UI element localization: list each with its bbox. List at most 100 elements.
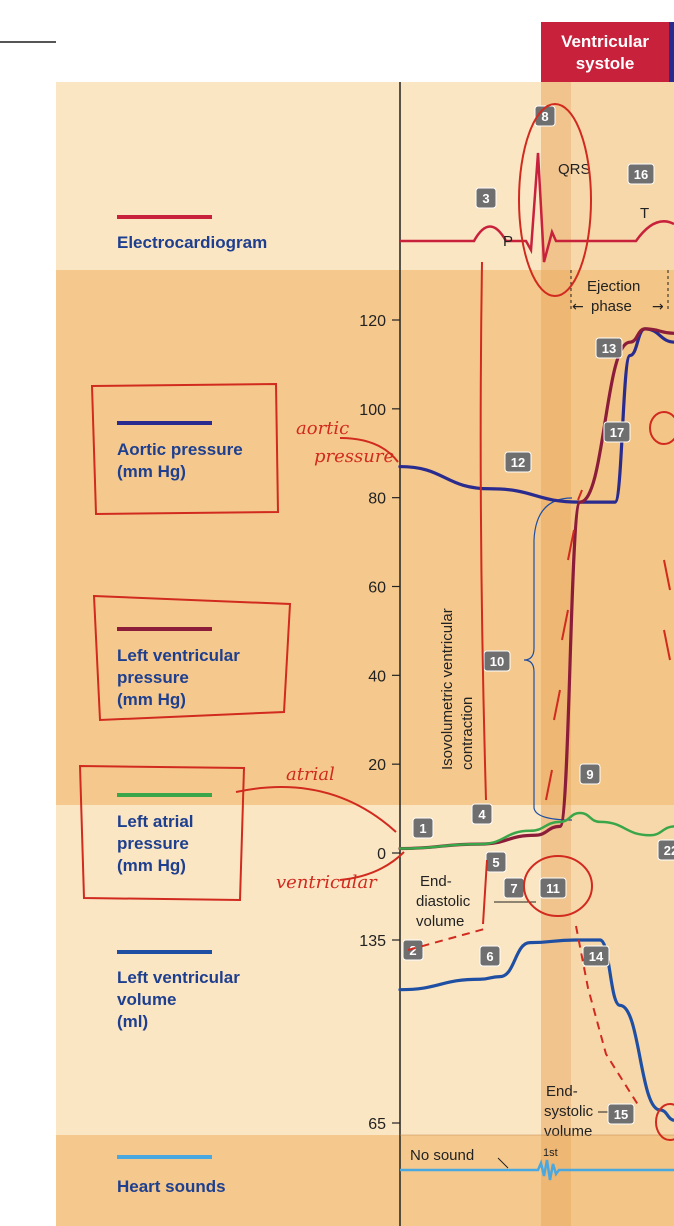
pressure-tick-label: 0 (377, 846, 386, 863)
ejection-label-2: phase (591, 298, 632, 315)
pressure-tick-label: 100 (359, 402, 386, 419)
badge-label: 15 (614, 1107, 628, 1122)
ink-box-lap (78, 764, 246, 902)
volume-ticks: 65 135 (359, 933, 400, 1133)
heart-sound-trace (400, 1158, 674, 1181)
badge-label: 8 (541, 109, 548, 124)
pressure-tick-label: 80 (368, 491, 386, 508)
badge-label: 13 (602, 341, 616, 356)
pressure-tick-label: 60 (368, 580, 386, 597)
badge-label: 2 (409, 943, 416, 958)
legend-aortic-label-2: (mm Hg) (117, 462, 186, 481)
no-sound-pointer (497, 1157, 509, 1169)
ink-p-vertical (479, 261, 487, 801)
legend-lap-label-1: Left atrial (117, 812, 194, 831)
badge-label: 6 (486, 949, 493, 964)
volume-tick-label: 135 (359, 933, 386, 950)
legend-sounds-label: Heart sounds (117, 1177, 226, 1196)
badge-22: 22 (657, 839, 674, 861)
ink-atrial: atrial (286, 764, 335, 785)
ink-5-arrow (482, 859, 488, 925)
ejection-stripe (571, 82, 674, 1226)
badge-12: 12 (504, 451, 532, 473)
badge-label: 10 (490, 654, 504, 669)
legend-lap-label-2: pressure (117, 834, 189, 853)
series-layer (398, 327, 674, 1122)
badge-label: 22 (664, 843, 674, 858)
ecg-t-label: T (640, 205, 649, 222)
badge-5: 5 (485, 851, 507, 873)
pressure-tick-label: 120 (359, 313, 386, 330)
badge-label: 1 (419, 821, 426, 836)
badge-10: 10 (483, 650, 511, 672)
badge-11: 11 (539, 877, 567, 899)
badge-4: 4 (471, 803, 493, 825)
pressure-tick-label: 20 (368, 757, 386, 774)
legend-lvp-label-3: (mm Hg) (117, 690, 186, 709)
edv-label-3: volume (416, 913, 464, 930)
ink-ventricular-arrow (339, 851, 405, 881)
legend-lvp-label-1: Left ventricular (117, 646, 240, 665)
legend-lvp-label-2: pressure (117, 668, 189, 687)
pressure-tick-label: 40 (368, 668, 386, 685)
badge-6: 6 (479, 945, 501, 967)
badge-1: 1 (412, 817, 434, 839)
header-edge (669, 22, 674, 82)
badge-label: 17 (610, 425, 624, 440)
badge-2: 2 (402, 939, 424, 961)
legend-aortic-label-1: Aortic pressure (117, 440, 243, 459)
ventricular-systole-header (541, 22, 669, 82)
badge-14: 14 (582, 945, 610, 967)
badge-layer: 123456789101112131415161722 (402, 105, 674, 1125)
edv-label-1: End- (420, 873, 452, 890)
header-line1: Ventricular (561, 32, 649, 51)
badge-3: 3 (475, 187, 497, 209)
ink-circle-15 (655, 1103, 674, 1141)
badge-label: 4 (478, 807, 486, 822)
legend-lvv-label-2: volume (117, 990, 177, 1009)
isovolumetric-stripe (541, 82, 571, 1226)
badge-label: 12 (511, 455, 525, 470)
isovolumetric-brace (523, 497, 573, 821)
badge-17: 17 (603, 421, 631, 443)
ink-aortic-arrow (339, 437, 399, 463)
ecg-trace (400, 152, 674, 263)
badge-7: 7 (503, 877, 525, 899)
ink-circle-17 (649, 411, 674, 445)
ink-box-lvp (92, 594, 292, 722)
no-sound-label: No sound (410, 1147, 474, 1164)
ejection-label-1: Ejection (587, 278, 640, 295)
badge-label: 9 (586, 767, 593, 782)
ink-dash-ejection (575, 925, 641, 1109)
first-sound-label: 1st (543, 1147, 558, 1159)
ejection-arrow-right: → (652, 299, 664, 315)
legend-lvv-label-1: Left ventricular (117, 968, 240, 987)
edv-label-2: diastolic (416, 893, 471, 910)
atrial-pressure-line (398, 811, 674, 850)
ecg-p-label: P (503, 233, 513, 250)
ink-arrows-upstroke (545, 489, 583, 801)
badge-9: 9 (579, 763, 601, 785)
ink-circle-11 (523, 855, 593, 917)
badge-label: 14 (589, 949, 604, 964)
legend-lvv-label-3: (ml) (117, 1012, 148, 1031)
ink-atrial-arrow (235, 786, 397, 833)
badge-label: 5 (492, 855, 499, 870)
isovolumetric-label-1: Isovolumetric ventricular (439, 608, 456, 770)
volume-tick-label: 65 (368, 1116, 386, 1133)
pressure-ticks: 0 20 40 60 80 100 120 (359, 313, 400, 863)
header-line2: systole (576, 54, 635, 73)
legend-lap-label-3: (mm Hg) (117, 856, 186, 875)
badge-15: 15 (607, 1103, 635, 1125)
badge-label: 7 (510, 881, 517, 896)
ink-box-aortic (90, 382, 280, 516)
ink-aortic-1: aortic (296, 418, 349, 439)
esv-label-1: End- (546, 1083, 578, 1100)
badge-13: 13 (595, 337, 623, 359)
ink-aortic-2: pressure (314, 446, 394, 467)
badge-label: 16 (634, 167, 648, 182)
legend-ecg-label: Electrocardiogram (117, 233, 267, 252)
badge-16: 16 (627, 163, 655, 185)
esv-label-2: systolic (544, 1103, 594, 1120)
